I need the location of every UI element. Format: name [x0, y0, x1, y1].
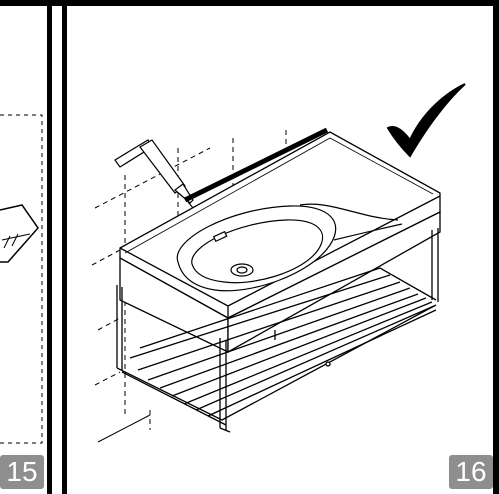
- checkmark-icon: [386, 83, 466, 158]
- vanity-front-panel: [119, 210, 441, 354]
- towel-rack-frame: [116, 228, 439, 433]
- sink-bowl: [176, 203, 403, 292]
- step-number-badge-previous: 15: [0, 455, 44, 489]
- sealant-bead: [183, 127, 329, 203]
- previous-step-panel: [0, 114, 43, 444]
- step-number-badge-current: 16: [449, 455, 493, 489]
